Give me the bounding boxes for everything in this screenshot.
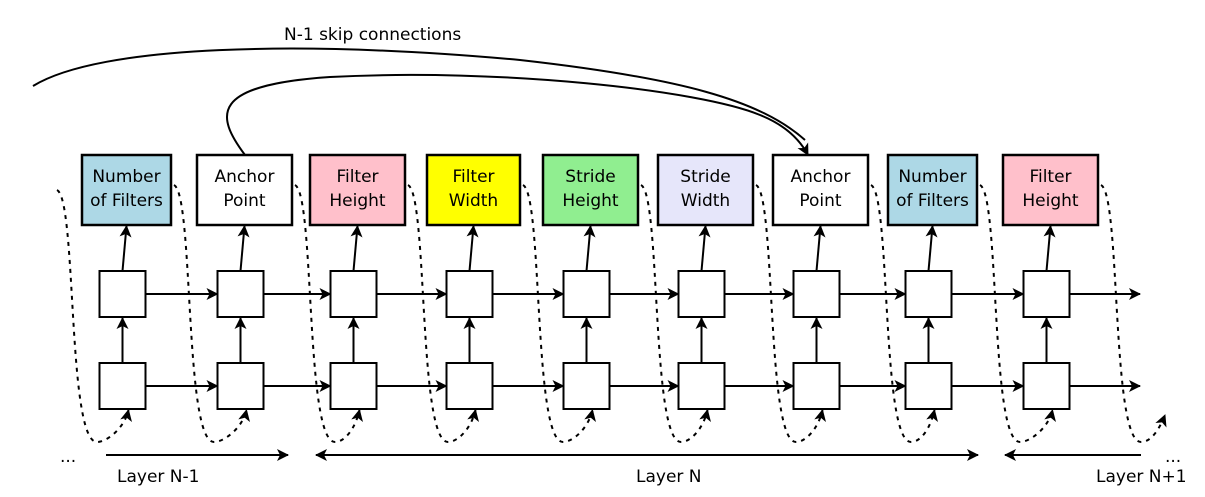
block-box xyxy=(656,153,755,227)
skip-connections-label: N-1 skip connections xyxy=(284,25,461,45)
lstm-cell-top xyxy=(792,270,841,318)
block-label-line: of Filters xyxy=(896,191,969,211)
feedback-dotted-arrow xyxy=(755,184,826,444)
lstm-cell-top xyxy=(904,270,953,318)
lstm-cell-bottom xyxy=(329,362,378,410)
feedback-dotted-arrow xyxy=(640,184,711,444)
feedback-dotted-arrow xyxy=(870,184,938,444)
skip-connection-curve-outer xyxy=(32,47,806,141)
layer-n-label: Layer N xyxy=(636,467,702,487)
feedback-dotted-arrow xyxy=(522,184,596,444)
output-arrow xyxy=(925,225,938,272)
output-arrow xyxy=(698,225,711,272)
output-arrow xyxy=(813,225,826,272)
lstm-cell-top xyxy=(562,270,611,318)
output-arrow xyxy=(583,225,596,272)
lstm-cell-bottom xyxy=(904,362,953,410)
block-box xyxy=(308,153,407,227)
block-label-line: Filter xyxy=(452,167,494,187)
block-label-line: Width xyxy=(449,191,498,211)
layer-n-plus-1-label: Layer N+1 xyxy=(1096,467,1187,487)
lstm-cell-bottom xyxy=(216,362,265,410)
hyperparameter-block: Number of Filters xyxy=(886,153,979,227)
block-box xyxy=(771,153,870,227)
block-label-line: Number xyxy=(92,167,160,187)
feedback-dotted-arrow xyxy=(56,189,132,444)
feedback-dotted-arrow xyxy=(1100,184,1167,444)
output-arrow xyxy=(119,225,132,272)
block-label-line: Stride xyxy=(680,167,730,187)
block-box xyxy=(886,153,979,227)
lstm-cell-top xyxy=(329,270,378,318)
output-arrow xyxy=(350,225,363,272)
block-label-line: Width xyxy=(681,191,730,211)
block-label-line: Height xyxy=(562,191,619,211)
layer-n-minus-1-label: Layer N-1 xyxy=(117,467,199,487)
block-label-line: Stride xyxy=(565,167,615,187)
output-arrow xyxy=(1043,225,1056,272)
lstm-cell-bottom xyxy=(445,362,494,410)
feedback-dotted-arrow xyxy=(173,184,250,444)
block-label-line: Anchor xyxy=(215,167,275,187)
lstm-cell-bottom xyxy=(562,362,611,410)
block-label-line: Height xyxy=(329,191,386,211)
lstm-cell-top xyxy=(98,270,147,318)
feedback-dotted-arrow xyxy=(294,184,363,444)
feedback-dotted-arrow xyxy=(979,184,1056,444)
lstm-cell-top xyxy=(677,270,726,318)
block-box xyxy=(541,153,640,227)
lstm-cell-top xyxy=(1022,270,1071,318)
block-label-line: Point xyxy=(223,191,266,211)
block-box xyxy=(425,153,522,227)
block-label-line: Height xyxy=(1022,191,1079,211)
feedback-dotted-arrow xyxy=(407,184,479,444)
block-label-line: Number xyxy=(898,167,966,187)
skip-connection-curve-inner xyxy=(226,73,809,156)
lstm-cell-bottom xyxy=(677,362,726,410)
lstm-cell-bottom xyxy=(792,362,841,410)
block-label-line: Filter xyxy=(336,167,378,187)
block-box xyxy=(1001,153,1100,227)
block-label-line: of Filters xyxy=(90,191,163,211)
lstm-cell-bottom xyxy=(1022,362,1071,410)
hyperparameter-block: Number of Filters xyxy=(80,153,173,227)
block-label-line: Point xyxy=(799,191,842,211)
block-label-line: Filter xyxy=(1029,167,1071,187)
lstm-cell-top xyxy=(216,270,265,318)
lstm-cell-bottom xyxy=(98,362,147,410)
block-label-line: Anchor xyxy=(791,167,851,187)
block-box xyxy=(80,153,173,227)
ellipsis-left: ... xyxy=(60,447,76,467)
output-arrow xyxy=(237,225,250,272)
lstm-cell-top xyxy=(445,270,494,318)
block-box xyxy=(195,153,294,227)
output-arrow xyxy=(466,225,479,272)
ellipsis-right: ... xyxy=(1165,447,1181,467)
